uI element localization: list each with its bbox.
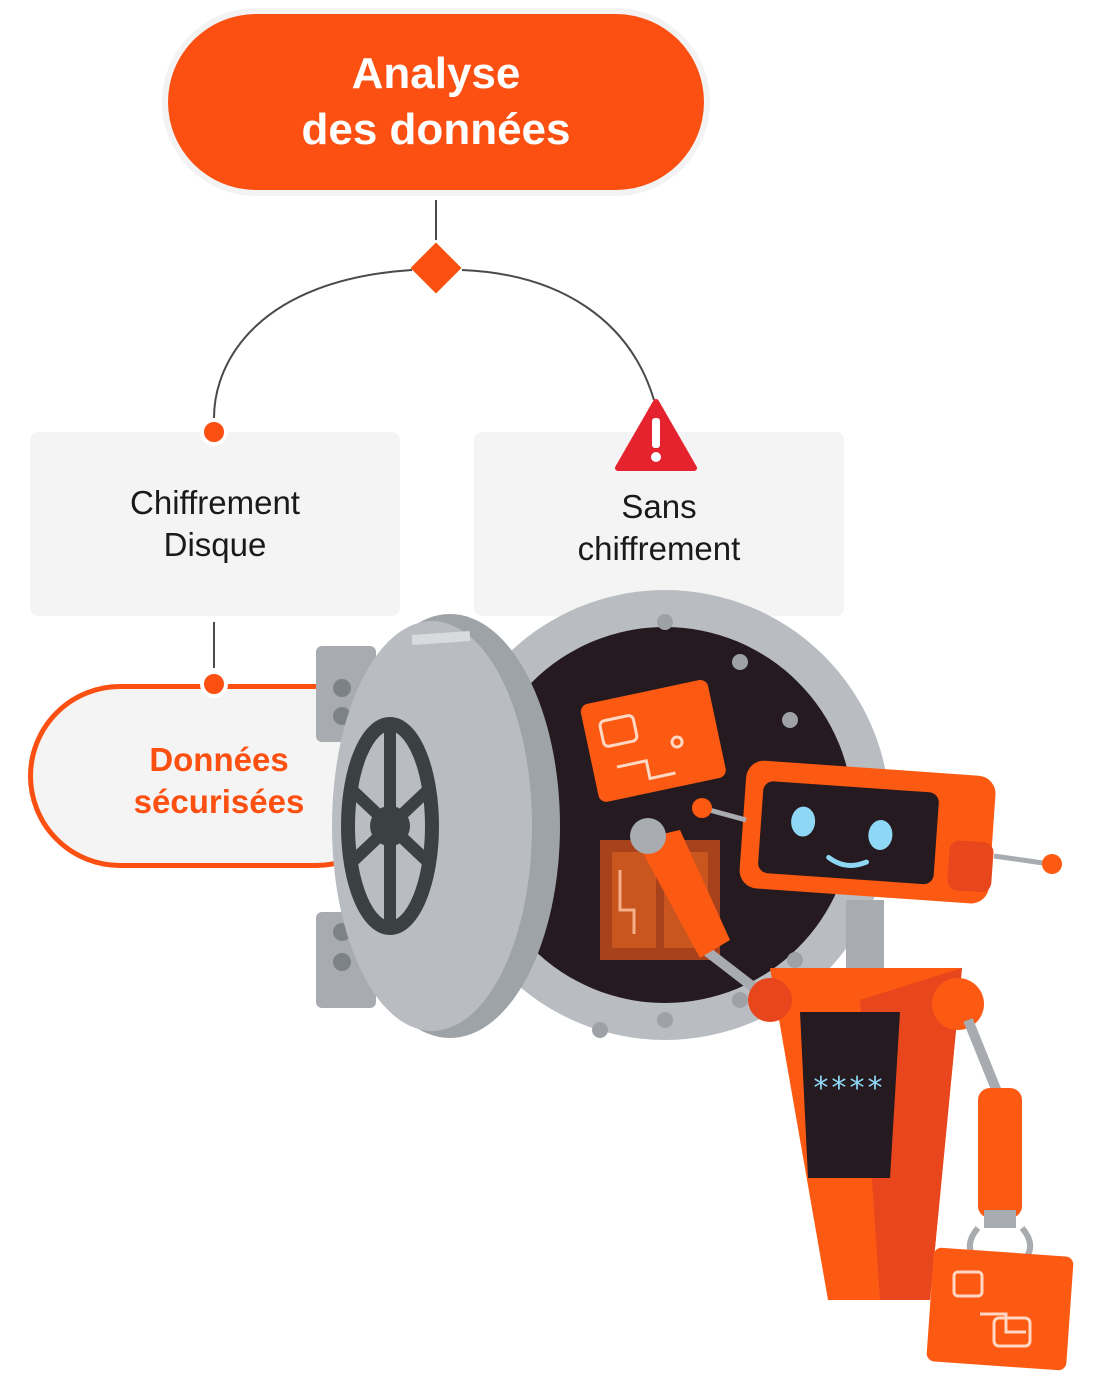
branch-right-box: Sans chiffrement <box>474 432 844 616</box>
branch-left-label: Chiffrement Disque <box>130 484 300 563</box>
warning-triangle-icon <box>615 399 697 471</box>
branch-right-label: Sans chiffrement <box>577 488 741 567</box>
robot-icon: **** <box>630 760 1074 1371</box>
data-bag-icon <box>926 1247 1074 1371</box>
title-pill: Analyse des données <box>168 14 704 190</box>
connector-dot <box>200 418 228 446</box>
data-folder-icon <box>580 679 726 802</box>
vault-door <box>332 614 560 1038</box>
vault-frame <box>440 590 890 1040</box>
robot-screen-text: **** <box>812 1071 884 1106</box>
vault-wheel-icon <box>341 717 439 935</box>
branch-left-box: Chiffrement Disque <box>30 432 400 616</box>
connector-dot <box>200 670 228 698</box>
result-left-label: Données sécurisées <box>133 741 305 820</box>
